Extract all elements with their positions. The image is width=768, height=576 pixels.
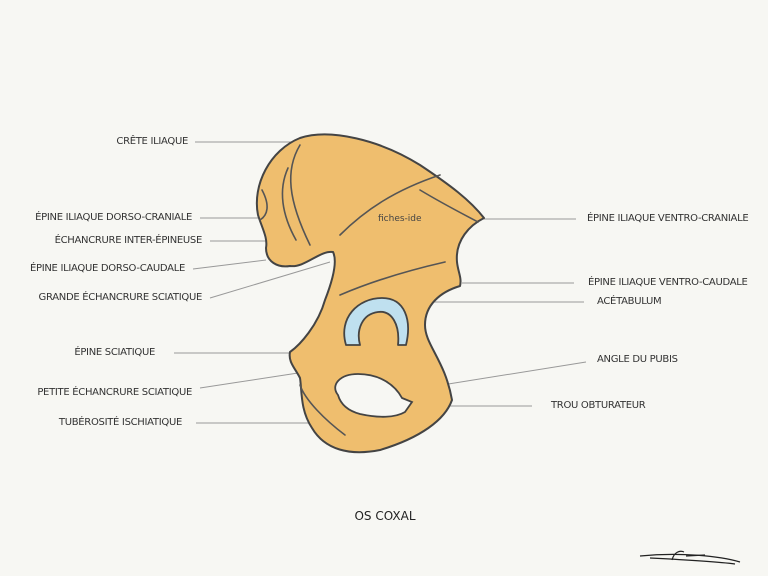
acetabulum-cartilage <box>343 297 409 346</box>
label-epine-iliaque-ventro-craniale: ÉPINE ILIAQUE VENTRO-CRANIALE <box>587 213 749 224</box>
label-epine-iliaque-dorso-caudale: ÉPINE ILIAQUE DORSO-CAUDALE <box>29 263 185 274</box>
bone-contour-lines <box>259 144 479 436</box>
label-crete-iliaque: CRÊTE ILIAQUE <box>116 136 188 147</box>
signature <box>639 550 741 565</box>
label-epine-iliaque-ventro-caudale: ÉPINE ILIAQUE VENTRO-CAUDALE <box>588 277 748 288</box>
bone-shape <box>255 133 485 454</box>
label-tuberosite-ischiatique: TUBÉROSITÉ ISCHIATIQUE <box>58 417 182 428</box>
watermark: fiches-ide <box>378 214 422 224</box>
label-echancrure-inter-epineuse: ÉCHANCRURE INTER-ÉPINEUSE <box>54 235 203 246</box>
diagram-title: OS COXAL <box>354 509 416 523</box>
label-trou-obturateur: TROU OBTURATEUR <box>551 400 646 411</box>
label-acetabulum: ACÉTABULUM <box>597 296 662 307</box>
obturator-foramen <box>334 373 414 418</box>
label-grande-echancrure-sciatique: GRANDE ÉCHANCRURE SCIATIQUE <box>38 292 203 303</box>
label-epine-iliaque-dorso-craniale: ÉPINE ILIAQUE DORSO-CRANIALE <box>35 212 192 223</box>
label-petite-echancrure-sciatique: PETITE ÉCHANCRURE SCIATIQUE <box>37 387 192 398</box>
label-angle-du-pubis: ANGLE DU PUBIS <box>597 354 678 365</box>
label-epine-sciatique: ÉPINE SCIATIQUE <box>74 347 155 358</box>
